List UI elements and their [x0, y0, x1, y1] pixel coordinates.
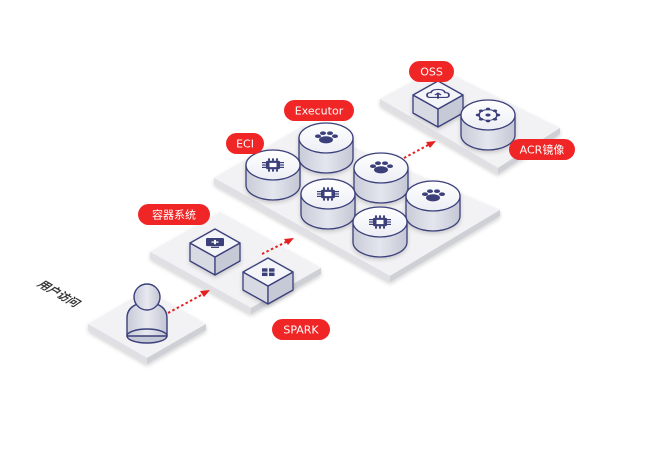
app-grid-icon: [262, 268, 275, 277]
badge-oss: OSS: [409, 61, 454, 82]
paw-icon: [370, 161, 393, 174]
paw-icon: [422, 189, 445, 202]
user-silhouette-icon: [126, 283, 168, 344]
executor-node-1: [298, 122, 354, 174]
label-user-access: 用户访问: [34, 279, 84, 309]
eci-node-1: [245, 149, 301, 201]
executor-node-3: [405, 180, 461, 232]
cpu-chip-icon: [369, 215, 391, 229]
badge-spark: SPARK: [272, 319, 330, 340]
label-oss: OSS: [420, 66, 443, 79]
arrow-eci-to-storage: [403, 141, 436, 159]
badge-executor: Executor: [284, 100, 354, 121]
label-acr: ACR镜像: [520, 143, 565, 157]
cloud-upload-icon: [426, 88, 450, 99]
label-container-system: 容器系统: [152, 208, 196, 222]
badge-acr: ACR镜像: [509, 139, 575, 160]
badge-container-system: 容器系统: [138, 204, 210, 225]
acr-node: [460, 99, 516, 151]
executor-node-2: [353, 152, 409, 204]
monitor-plus-icon: [206, 238, 224, 248]
cpu-chip-icon: [317, 187, 339, 201]
badge-eci: ECI: [226, 133, 264, 154]
eci-node-2: [300, 178, 356, 230]
arrow-container-to-eci: [261, 238, 294, 255]
eci-node-3: [352, 206, 408, 258]
arrow-user-to-spark: [167, 290, 210, 314]
oss-cube: [412, 80, 464, 128]
paw-icon: [315, 131, 338, 144]
label-executor: Executor: [295, 105, 344, 118]
label-spark: SPARK: [283, 324, 319, 337]
label-eci: ECI: [236, 138, 254, 151]
cpu-chip-icon: [262, 158, 284, 172]
network-nodes-icon: [475, 107, 501, 123]
container-cube: [189, 228, 241, 276]
spark-cube: [242, 257, 294, 305]
